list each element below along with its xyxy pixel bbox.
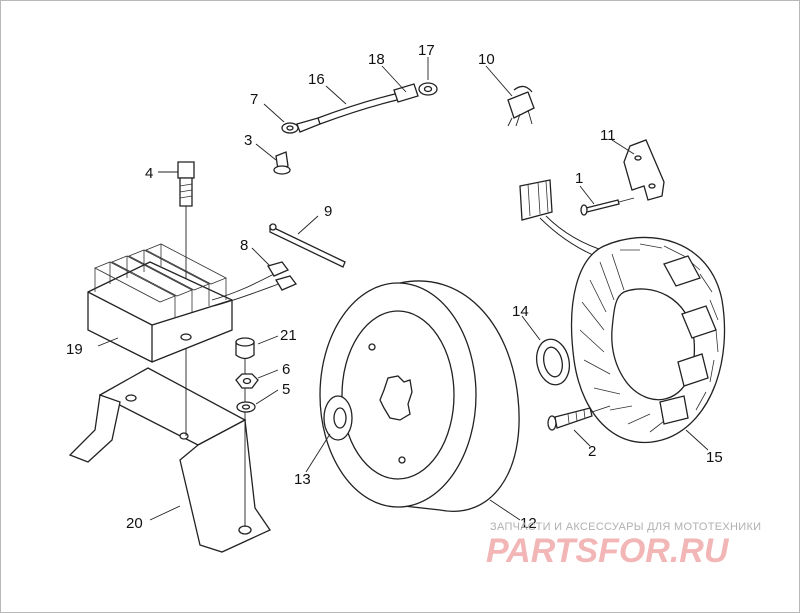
callout-16: 16: [308, 71, 325, 88]
callout-4: 4: [145, 165, 153, 182]
callout-19: 19: [66, 341, 83, 358]
callout-11: 11: [600, 127, 616, 144]
callout-13: 13: [294, 471, 311, 488]
callout-7: 7: [250, 91, 258, 108]
part-14-ring: [535, 338, 571, 386]
part-3-screw: [273, 151, 291, 175]
callout-17: 17: [418, 42, 435, 59]
part-8-terminals: [267, 261, 298, 291]
callout-labels: 1 2 3 4 5 6 7 8 9 10 11 12 13 14 15 16 1…: [66, 42, 723, 532]
callout-18: 18: [368, 51, 385, 68]
watermark-tagline: ЗАПЧАСТИ И АКСЕССУАРЫ ДЛЯ МОТОТЕХНИКИ: [490, 521, 761, 533]
callout-15: 15: [706, 449, 723, 466]
watermark: ЗАПЧАСТИ И АКСЕССУАРЫ ДЛЯ МОТОТЕХНИКИ PA…: [486, 521, 761, 570]
callout-5: 5: [282, 381, 290, 398]
part-6-nut: [235, 373, 259, 389]
callout-20: 20: [126, 515, 143, 532]
part-2-screw: [547, 405, 611, 431]
part-19-regulator: [87, 243, 285, 363]
callout-3: 3: [244, 132, 252, 149]
callout-12: 12: [520, 515, 537, 532]
leader-lines: [97, 57, 709, 521]
watermark-brand: PARTSFOR.RU: [486, 532, 730, 570]
part-10-clip: [507, 85, 535, 127]
callout-21: 21: [280, 327, 297, 344]
part-20-bracket: [68, 367, 271, 553]
callout-14: 14: [512, 303, 529, 320]
callout-6: 6: [282, 361, 290, 378]
callout-10: 10: [478, 51, 495, 68]
callout-1: 1: [575, 170, 583, 187]
part-21-cap: [235, 337, 255, 360]
part-4-bolt: [177, 161, 195, 207]
callout-9: 9: [324, 203, 332, 220]
part-12-rotor: [319, 280, 520, 512]
callout-8: 8: [240, 237, 248, 254]
callout-2: 2: [588, 443, 596, 460]
part-15-stator: [570, 236, 726, 444]
part-5-washer: [236, 401, 256, 413]
part-11-plate: [623, 139, 665, 201]
part-16-cable: [281, 82, 438, 134]
stator-connector: [519, 179, 609, 259]
part-9-strap: [269, 223, 346, 268]
part-1-screw: [580, 197, 635, 216]
part-13-spacer: [323, 395, 353, 441]
